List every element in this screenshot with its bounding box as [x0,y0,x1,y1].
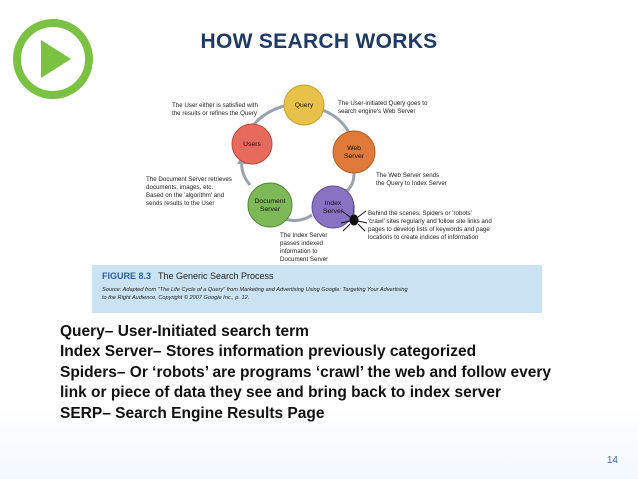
node-web-server: Web Server [332,130,376,174]
svg-text:documents, images, etc.: documents, images, etc. [146,184,213,191]
svg-text:the results or refines the Que: the results or refines the Query [172,110,258,117]
svg-text:sends results to the User: sends results to the User [146,200,214,207]
svg-text:Server: Server [344,153,365,160]
node-document-server: Document Server [247,182,293,228]
svg-text:The User either is satisfied w: The User either is satisfied with [172,102,259,109]
definitions-list: Query– User-Initiated search term Index … [60,322,635,424]
annotation-users-satisfied: The User either is satisfied with the re… [172,102,259,117]
svg-text:Behind the scenes: Spiders or: Behind the scenes: Spiders or 'robots' [368,210,472,217]
svg-text:Server: Server [260,206,281,213]
annotation-web-sends: The Web Server sends the Query to Index … [376,172,447,187]
annotation-query-goes: The User-initiated Query goes to search … [338,100,428,115]
caption-background [92,265,542,313]
figure-source-line-2: to the Right Audience, Copyright © 2007 … [102,294,249,301]
svg-text:Document Server: Document Server [280,256,328,263]
svg-text:search engine's Web Server: search engine's Web Server [338,108,415,115]
figure-source-line-1: Source: Adapted from "The Life Cycle of … [102,287,408,293]
svg-text:passes indexed: passes indexed [280,240,324,247]
svg-text:The User-initiated Query goes: The User-initiated Query goes to [338,100,428,107]
svg-text:The Web Server sends: The Web Server sends [376,172,439,179]
svg-text:Document: Document [255,198,286,205]
svg-text:'crawl' sites regularly and fo: 'crawl' sites regularly and follow site … [368,218,492,225]
svg-text:Query: Query [295,102,314,109]
spider-icon [340,205,368,232]
play-icon[interactable] [8,14,98,104]
svg-text:Server: Server [323,208,344,215]
svg-text:Web: Web [347,145,361,152]
page-number: 14 [606,455,618,466]
svg-text:the Query to Index Server: the Query to Index Server [376,180,447,187]
svg-text:information to: information to [280,248,318,255]
svg-text:Based on the 'algorithm' and: Based on the 'algorithm' and [146,192,225,199]
search-process-figure: Query Web Server Index Server Document S… [92,65,542,313]
svg-text:The Index Server: The Index Server [280,232,327,239]
definition-query: Query– User-Initiated search term [60,323,309,340]
node-users: Users [231,123,273,165]
annotation-spiders: Behind the scenes: Spiders or 'robots' '… [368,210,492,241]
definition-spiders-line-2: link or piece of data they see and bring… [60,384,502,402]
figure-label: FIGURE 8.3 [102,271,151,281]
slide-title: HOW SEARCH WORKS [200,30,438,53]
definition-spiders-line-1: Spiders– Or ‘robots’ are programs ‘crawl… [60,363,551,381]
svg-text:pages to develop lists of keyw: pages to develop lists of keywords and p… [368,226,490,233]
svg-text:locations to create indices of: locations to create indices of informati… [368,234,479,241]
figure-title: The Generic Search Process [158,271,274,281]
definition-index-server: Index Server– Stores information previou… [60,343,477,361]
node-query: Query [283,84,325,126]
search-process-diagram: Query Web Server Index Server Document S… [92,84,542,313]
annotation-index-passes: The Index Server passes indexed informat… [280,232,328,263]
svg-text:Index: Index [325,200,342,207]
svg-text:Users: Users [243,141,261,148]
annotation-doc-retrieves: The Document Server retrieves documents,… [146,176,232,207]
svg-text:The Document Server retrieves: The Document Server retrieves [146,176,232,183]
definition-serp: SERP– Search Engine Results Page [60,404,325,422]
